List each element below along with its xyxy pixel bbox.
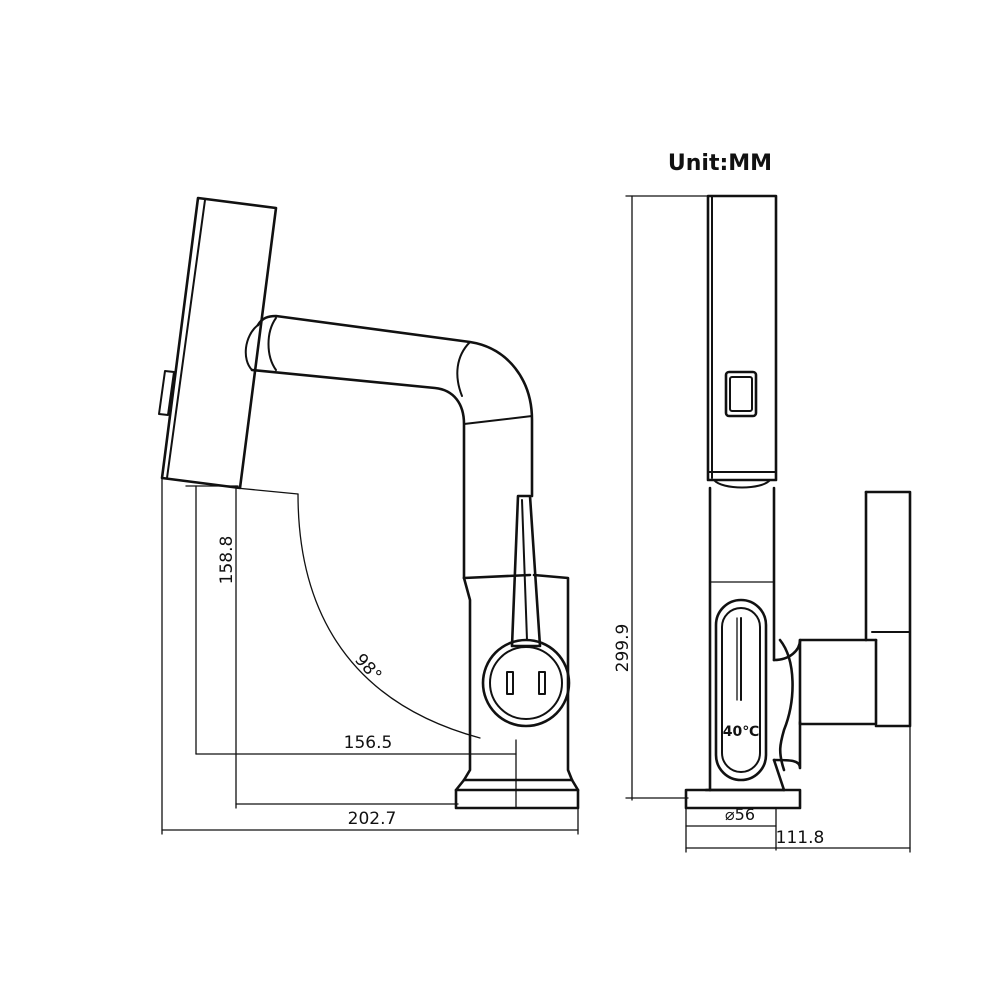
temperature-display: 40℃: [714, 598, 768, 782]
front-view: 40℃ 299.9 ⌀56: [613, 194, 912, 853]
unit-title: Unit:MM: [668, 151, 772, 176]
display-temperature-label: 40℃: [723, 724, 759, 740]
rotation-angle-label: 98°: [350, 650, 385, 686]
front-handle: [772, 490, 912, 772]
spout-height-label: 158.8: [217, 536, 237, 585]
front-spray-head: [706, 194, 778, 489]
dimension-overall-width: 111.8: [685, 725, 911, 853]
faucet-body: [454, 573, 580, 810]
overall-depth-label: 202.7: [348, 809, 397, 829]
dimension-overall-height: 299.9: [613, 195, 709, 801]
side-view: 98° 158.8 156.5 202.7: [158, 196, 580, 835]
handle-lever: [510, 494, 542, 648]
front-body: [684, 486, 802, 810]
spray-head: [158, 196, 278, 490]
spout-arm: [244, 314, 534, 580]
reach-label: 156.5: [344, 733, 393, 753]
base-diameter-label: ⌀56: [725, 805, 755, 824]
handle-knob: [481, 638, 571, 728]
dimension-overall-depth: 202.7: [161, 477, 579, 835]
overall-width-label: 111.8: [776, 828, 825, 848]
dimension-spout-height: 158.8: [185, 485, 239, 809]
dimension-base-diameter: ⌀56: [685, 805, 777, 853]
rotation-arc: [297, 493, 481, 739]
overall-height-label: 299.9: [613, 624, 633, 673]
dimension-reach: 156.5: [195, 733, 517, 809]
